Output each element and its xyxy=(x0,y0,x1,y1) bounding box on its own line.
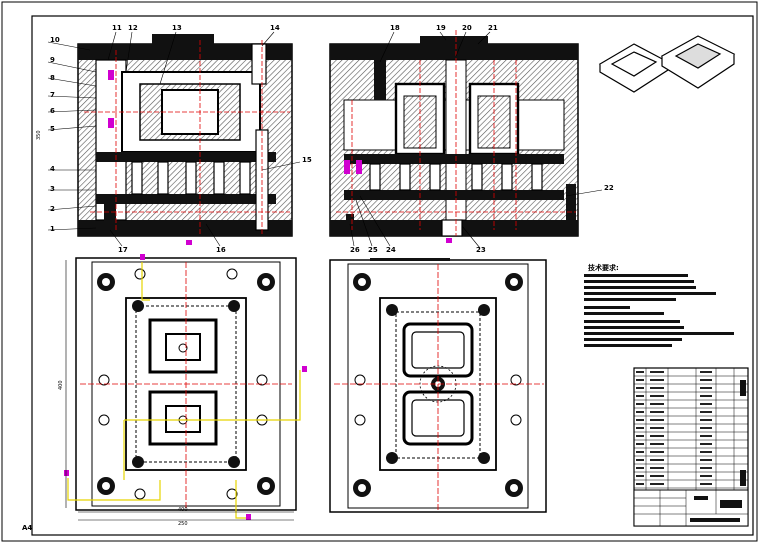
callout-10: 10 xyxy=(50,36,60,44)
callout-26: 26 xyxy=(350,246,360,254)
callout-7: 7 xyxy=(50,91,55,99)
section-view-left xyxy=(77,34,293,245)
callout-6: 6 xyxy=(50,107,55,115)
inner-border xyxy=(31,15,754,536)
callout-5: 5 xyxy=(50,125,55,133)
callout-14: 14 xyxy=(270,24,280,32)
title-block xyxy=(633,367,749,527)
callout-4: 4 xyxy=(50,165,55,173)
callout-9: 9 xyxy=(50,56,55,64)
callouts-left-view: 10 9 8 7 6 5 4 3 2 1 11 12 13 14 15 17 1… xyxy=(36,24,312,254)
callout-19: 19 xyxy=(436,24,446,32)
callout-24: 24 xyxy=(386,246,396,254)
dim-plan-height: 400 xyxy=(58,380,64,390)
callouts-right-view: 18 19 20 21 22 26 25 24 23 xyxy=(349,24,614,254)
callout-3: 3 xyxy=(50,185,55,193)
callout-23: 23 xyxy=(476,246,486,254)
tech-req-heading: 技术要求: xyxy=(588,263,619,272)
callout-20: 20 xyxy=(462,24,472,32)
callout-13: 13 xyxy=(172,24,182,32)
callout-16: 16 xyxy=(216,246,226,254)
part-isometric-views xyxy=(598,35,736,93)
dim-inner-width: 400 xyxy=(178,507,188,513)
callout-22: 22 xyxy=(604,184,614,192)
corner-sheet-mark: A4 xyxy=(22,524,32,532)
callout-25: 25 xyxy=(368,246,378,254)
callout-2: 2 xyxy=(50,205,55,213)
callout-21: 21 xyxy=(488,24,498,32)
callout-15: 15 xyxy=(302,156,312,164)
plan-view-moving: 400 250 400 xyxy=(58,254,307,527)
plan-view-fixed xyxy=(329,258,547,513)
callout-1: 1 xyxy=(50,225,55,233)
callout-8: 8 xyxy=(50,74,55,82)
callout-18: 18 xyxy=(390,24,400,32)
callout-11: 11 xyxy=(112,24,122,32)
dim-overall-width: 250 xyxy=(178,521,188,527)
section-view-right xyxy=(329,30,579,243)
callout-17: 17 xyxy=(118,246,128,254)
technical-requirements: 技术要求: xyxy=(584,263,734,347)
callout-12: 12 xyxy=(128,24,138,32)
dim-section-height: 350 xyxy=(36,130,42,140)
